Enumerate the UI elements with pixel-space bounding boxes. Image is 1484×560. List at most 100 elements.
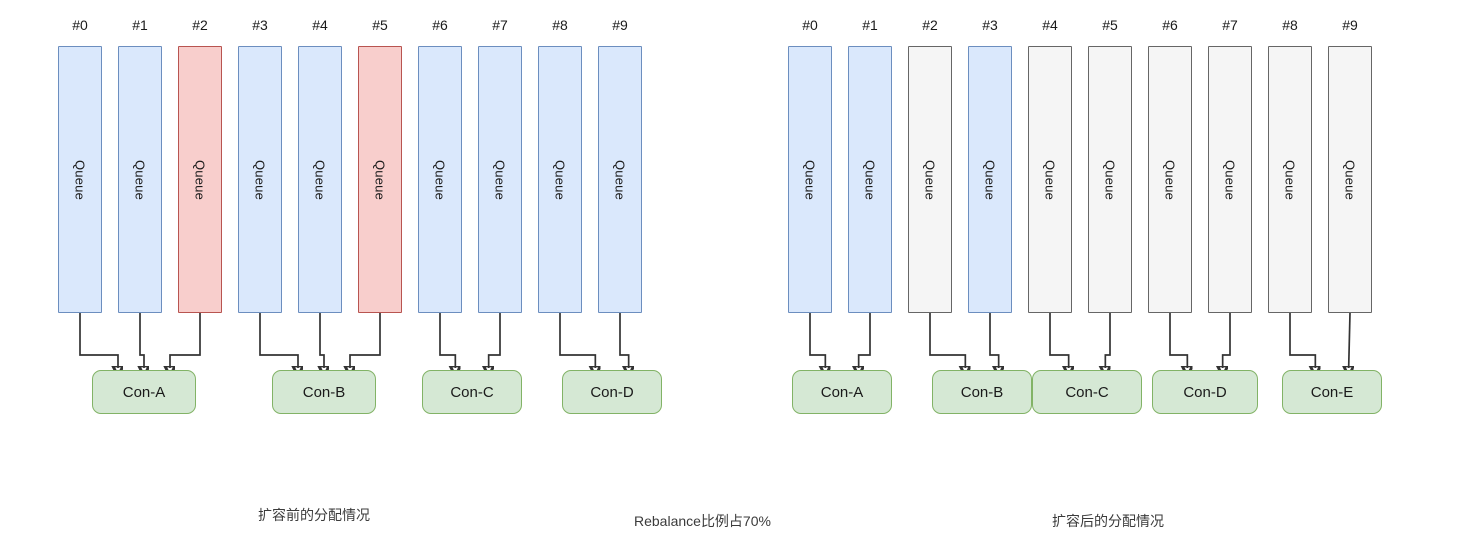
consumer-label: Con-A xyxy=(122,383,166,401)
queue-box-label: Queue xyxy=(312,159,328,200)
queue-box-label: Queue xyxy=(1222,159,1238,200)
queue-box-label: Queue xyxy=(862,159,878,200)
queue-to-consumer-arrow xyxy=(859,313,871,368)
queue-box-label: Queue xyxy=(132,159,148,200)
consumer-box[interactable]: Con-E xyxy=(1282,370,1382,414)
queue-to-consumer-arrow xyxy=(439,313,455,368)
queue-index-label: #6 xyxy=(432,17,448,33)
queue-to-consumer-arrow xyxy=(1223,313,1231,368)
queue-index-label: #7 xyxy=(492,17,508,33)
consumer-label: Con-C xyxy=(450,383,494,401)
queue-box[interactable]: Queue xyxy=(58,46,102,313)
consumer-label: Con-C xyxy=(1065,383,1109,401)
queue-index-label: #4 xyxy=(312,17,328,33)
queue-box[interactable]: Queue xyxy=(908,46,952,313)
consumer-box[interactable]: Con-D xyxy=(1152,370,1258,414)
queue-index-label: #8 xyxy=(552,17,568,33)
queue-index-label: #9 xyxy=(612,17,628,33)
queue-index-label: #1 xyxy=(862,17,878,33)
queue-to-consumer-arrow xyxy=(1349,312,1350,368)
queue-box[interactable]: Queue xyxy=(788,46,832,313)
queue-index-label: #9 xyxy=(1342,17,1358,33)
queue-box-label: Queue xyxy=(552,159,568,200)
queue-box[interactable]: Queue xyxy=(1208,46,1252,313)
queue-box[interactable]: Queue xyxy=(418,46,462,313)
queue-index-label: #3 xyxy=(252,17,268,33)
queue-index-label: #7 xyxy=(1222,17,1238,33)
consumer-box[interactable]: Con-D xyxy=(562,370,662,414)
queue-index-label: #0 xyxy=(72,17,88,33)
caption-after-scaling: 扩容后的分配情况 xyxy=(1052,513,1164,529)
queue-to-consumer-arrow xyxy=(1105,313,1111,368)
queue-box[interactable]: Queue xyxy=(298,46,342,313)
queue-to-consumer-arrow xyxy=(619,313,629,368)
queue-to-consumer-arrow xyxy=(1169,313,1187,368)
queue-to-consumer-arrow xyxy=(1049,313,1069,368)
queue-to-consumer-arrow xyxy=(79,313,118,368)
queue-box-label: Queue xyxy=(1102,159,1118,200)
queue-box-label: Queue xyxy=(922,159,938,200)
queue-to-consumer-arrow xyxy=(489,313,501,368)
consumer-label: Con-E xyxy=(1310,383,1354,401)
queue-box[interactable]: Queue xyxy=(538,46,582,313)
queue-to-consumer-arrow xyxy=(989,313,999,368)
queue-box[interactable]: Queue xyxy=(178,46,222,313)
queue-index-label: #1 xyxy=(132,17,148,33)
queue-box-label: Queue xyxy=(982,159,998,200)
queue-to-consumer-arrow xyxy=(559,313,595,368)
queue-box-label: Queue xyxy=(802,159,818,200)
consumer-box[interactable]: Con-C xyxy=(1032,370,1142,414)
caption-before-scaling: 扩容前的分配情况 xyxy=(258,507,370,523)
consumer-box[interactable]: Con-A xyxy=(792,370,892,414)
queue-box[interactable]: Queue xyxy=(1028,46,1072,313)
queue-box[interactable]: Queue xyxy=(1328,46,1372,313)
queue-to-consumer-arrow xyxy=(170,313,201,368)
consumer-label: Con-A xyxy=(820,383,864,401)
queue-to-consumer-arrow xyxy=(1289,313,1315,368)
queue-box-label: Queue xyxy=(432,159,448,200)
queue-box-label: Queue xyxy=(612,159,628,200)
queue-box-label: Queue xyxy=(252,159,268,200)
queue-box[interactable]: Queue xyxy=(238,46,282,313)
consumer-box[interactable]: Con-B xyxy=(932,370,1032,414)
consumer-box[interactable]: Con-A xyxy=(92,370,196,414)
queue-to-consumer-arrow xyxy=(140,313,144,368)
queue-box[interactable]: Queue xyxy=(118,46,162,313)
queue-to-consumer-arrow xyxy=(929,313,965,368)
queue-index-label: #0 xyxy=(802,17,818,33)
queue-box[interactable]: Queue xyxy=(478,46,522,313)
queue-box-label: Queue xyxy=(492,159,508,200)
queue-box-label: Queue xyxy=(1042,159,1058,200)
queue-box[interactable]: Queue xyxy=(1088,46,1132,313)
queue-box-label: Queue xyxy=(1282,159,1298,200)
queue-index-label: #4 xyxy=(1042,17,1058,33)
queue-to-consumer-arrow xyxy=(809,313,825,368)
queue-box[interactable]: Queue xyxy=(598,46,642,313)
consumer-label: Con-B xyxy=(960,383,1004,401)
queue-index-label: #5 xyxy=(372,17,388,33)
consumer-box[interactable]: Con-C xyxy=(422,370,522,414)
queue-box[interactable]: Queue xyxy=(1268,46,1312,313)
queue-box[interactable]: Queue xyxy=(848,46,892,313)
queue-box-label: Queue xyxy=(72,159,88,200)
queue-to-consumer-arrow xyxy=(259,313,298,368)
queue-to-consumer-arrow xyxy=(320,313,324,368)
consumer-label: Con-D xyxy=(1183,383,1227,401)
queue-index-label: #2 xyxy=(922,17,938,33)
queue-index-label: #3 xyxy=(982,17,998,33)
consumer-label: Con-B xyxy=(302,383,346,401)
queue-box-label: Queue xyxy=(1162,159,1178,200)
queue-box[interactable]: Queue xyxy=(968,46,1012,313)
consumer-label: Con-D xyxy=(590,383,634,401)
queue-index-label: #6 xyxy=(1162,17,1178,33)
queue-box[interactable]: Queue xyxy=(1148,46,1192,313)
queue-box[interactable]: Queue xyxy=(358,46,402,313)
queue-index-label: #5 xyxy=(1102,17,1118,33)
queue-index-label: #8 xyxy=(1282,17,1298,33)
queue-to-consumer-arrow xyxy=(350,313,381,368)
queue-box-label: Queue xyxy=(1342,159,1358,200)
queue-box-label: Queue xyxy=(372,159,388,200)
consumer-box[interactable]: Con-B xyxy=(272,370,376,414)
